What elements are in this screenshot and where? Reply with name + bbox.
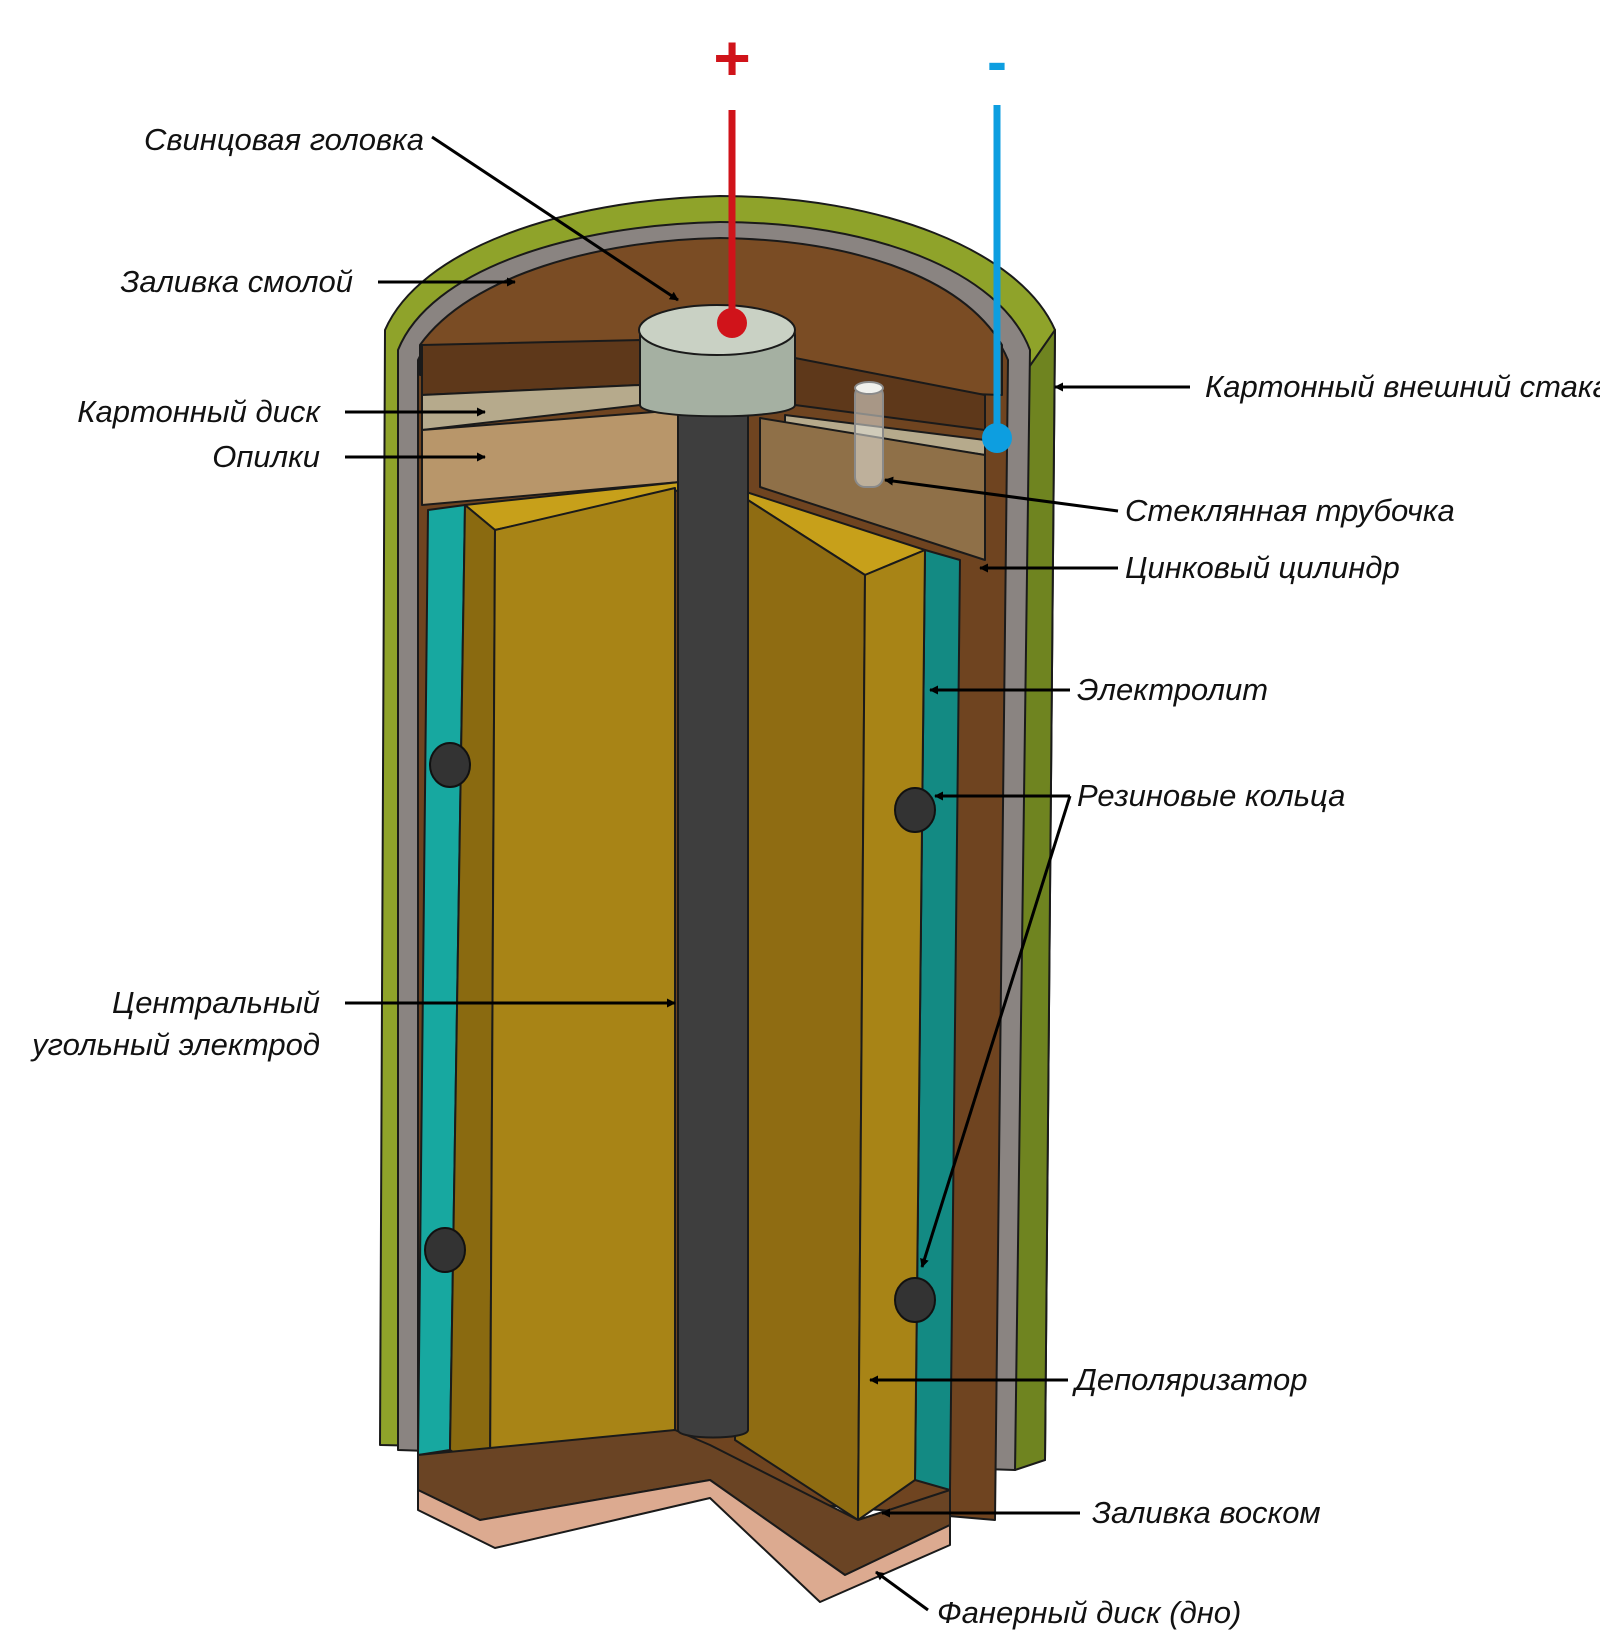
positive-contact-dot xyxy=(717,308,747,338)
rubber-ring xyxy=(894,1277,936,1323)
leader-plywood-disk xyxy=(875,1570,929,1612)
label-rubber-rings: Резиновые кольца xyxy=(1077,778,1345,813)
label-carbon-electrode-line1: Центральный xyxy=(112,985,320,1020)
rubber-rings xyxy=(424,742,936,1323)
battery-illustration xyxy=(379,195,1056,1603)
depolarizer-left-front xyxy=(489,487,676,1479)
label-electrolyte: Электролит xyxy=(1077,672,1268,707)
glass-tube-top xyxy=(854,381,884,395)
plywood-disk xyxy=(417,1479,951,1603)
positive-terminal-symbol: + xyxy=(713,22,750,94)
negative-terminal: - xyxy=(982,28,1012,453)
label-depolarizer: Деполяризатор xyxy=(1072,1362,1307,1397)
negative-terminal-symbol: - xyxy=(987,28,1007,95)
label-resin-fill: Заливка смолой xyxy=(120,264,353,299)
labels: Свинцовая головка Заливка смолой Картонн… xyxy=(30,122,1600,1630)
leader-lead-head xyxy=(431,135,679,302)
leader-lines xyxy=(345,135,1190,1612)
lead-head-top xyxy=(638,304,796,356)
carbon-electrode xyxy=(677,394,749,1439)
leader-glass-tube xyxy=(884,476,1119,513)
positive-terminal: + xyxy=(713,22,751,338)
label-carbon-electrode-line2: угольный электрод xyxy=(30,1027,320,1062)
rubber-ring xyxy=(424,1227,466,1273)
negative-contact-dot xyxy=(982,423,1012,453)
label-zinc-cylinder: Цинковый цилиндр xyxy=(1125,550,1400,585)
label-lead-head: Свинцовая головка xyxy=(144,122,424,157)
label-cardboard-disk: Картонный диск xyxy=(77,394,321,429)
glass-tube xyxy=(854,384,884,488)
rubber-ring xyxy=(894,787,936,833)
label-wax-fill: Заливка воском xyxy=(1092,1495,1321,1530)
rubber-ring xyxy=(429,742,471,788)
depolarizer-right-side xyxy=(857,549,926,1521)
label-sawdust: Опилки xyxy=(212,439,320,474)
leader-rubber-rings-lower xyxy=(920,795,1072,1268)
label-outer-cup: Картонный внешний стакан xyxy=(1205,369,1600,404)
label-glass-tube: Стеклянная трубочка xyxy=(1125,493,1455,528)
sawdust-layer-right xyxy=(759,417,986,561)
label-plywood-disk: Фанерный диск (дно) xyxy=(937,1595,1241,1630)
depolarizer-right-front xyxy=(734,494,866,1521)
